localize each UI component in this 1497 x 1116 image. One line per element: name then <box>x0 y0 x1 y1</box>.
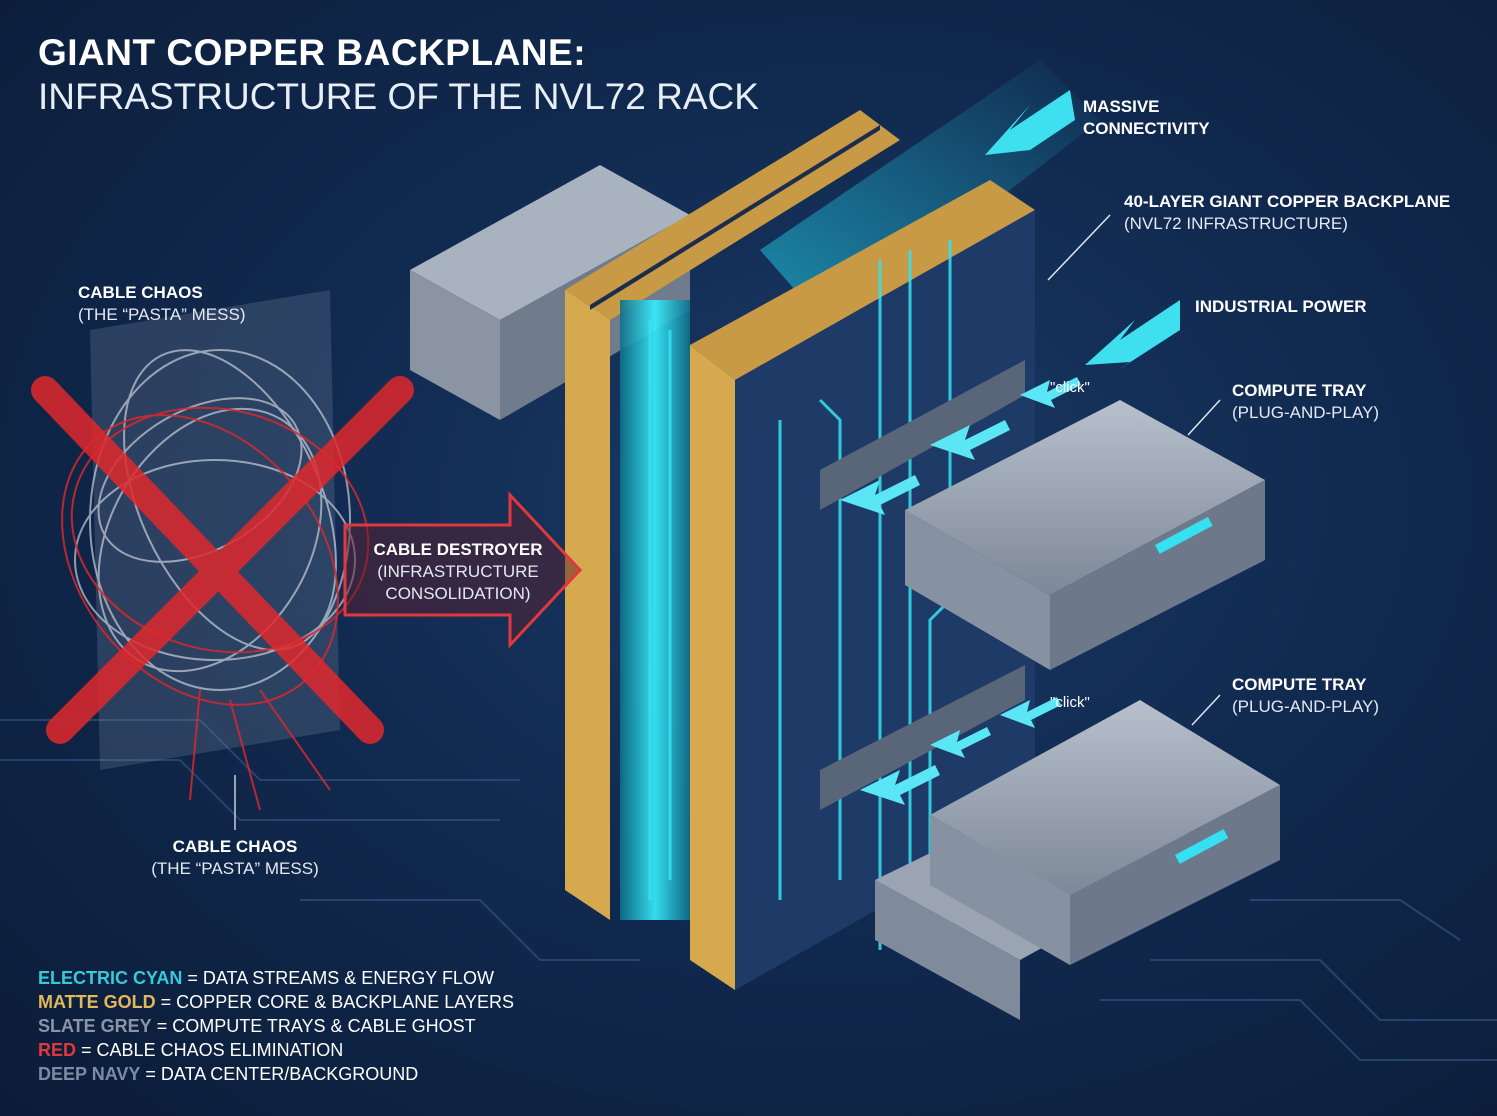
data-stream-traces <box>648 240 952 950</box>
compute-tray-2 <box>820 665 1280 1020</box>
massive-connectivity-line1: MASSIVE <box>1083 97 1160 116</box>
legend-item-red: RED = CABLE CHAOS ELIMINATION <box>38 1038 514 1062</box>
color-legend: ELECTRIC CYAN = DATA STREAMS & ENERGY FL… <box>38 966 514 1086</box>
cable-destroyer-label: CABLE DESTROYER (INFRASTRUCTURE CONSOLID… <box>368 539 548 605</box>
leader-lines <box>1047 214 1221 726</box>
cable-destroyer-title: CABLE DESTROYER <box>373 540 543 559</box>
massive-connectivity-label: MASSIVE CONNECTIVITY <box>1083 96 1210 140</box>
legend-key: RED <box>38 1040 77 1060</box>
compute-tray-2-label: COMPUTE TRAY (PLUG-AND-PLAY) <box>1232 674 1379 718</box>
insert-arrows-icon <box>840 377 1081 805</box>
legend-value: = COPPER CORE & BACKPLANE LAYERS <box>160 992 514 1012</box>
legend-key: MATTE GOLD <box>38 992 156 1012</box>
cable-chaos-top-label: CABLE CHAOS (THE “PASTA” MESS) <box>78 282 246 326</box>
cable-chaos-top-sub: (THE “PASTA” MESS) <box>78 305 246 324</box>
cable-destroyer-sub1: (INFRASTRUCTURE <box>377 562 539 581</box>
legend-value: = DATA STREAMS & ENERGY FLOW <box>187 968 494 988</box>
legend-item-navy: DEEP NAVY = DATA CENTER/BACKGROUND <box>38 1062 514 1086</box>
legend-key: ELECTRIC CYAN <box>38 968 183 988</box>
legend-item-cyan: ELECTRIC CYAN = DATA STREAMS & ENERGY FL… <box>38 966 514 990</box>
legend-item-gold: MATTE GOLD = COPPER CORE & BACKPLANE LAY… <box>38 990 514 1014</box>
legend-value: = CABLE CHAOS ELIMINATION <box>81 1040 344 1060</box>
click-label-2: "click" <box>1050 694 1090 711</box>
compute-tray-2-sub: (PLUG-AND-PLAY) <box>1232 697 1380 716</box>
legend-value: = COMPUTE TRAYS & CABLE GHOST <box>156 1016 476 1036</box>
legend-value: = DATA CENTER/BACKGROUND <box>145 1064 419 1084</box>
elimination-x-icon <box>31 376 414 744</box>
cable-destroyer-sub2: CONSOLIDATION) <box>385 584 531 603</box>
industrial-power-label: INDUSTRIAL POWER <box>1195 296 1367 318</box>
industrial-power-text: INDUSTRIAL POWER <box>1195 297 1367 316</box>
cable-chaos-bottom-label: CABLE CHAOS (THE “PASTA” MESS) <box>135 836 335 880</box>
compute-tray-1-label: COMPUTE TRAY (PLUG-AND-PLAY) <box>1232 380 1379 424</box>
compute-tray-1 <box>820 360 1265 670</box>
click-label-1: "click" <box>1050 379 1090 396</box>
cable-chaos-top-title: CABLE CHAOS <box>78 283 203 302</box>
compute-tray-1-title: COMPUTE TRAY <box>1232 381 1367 400</box>
page-title: GIANT COPPER BACKPLANE: <box>38 32 587 73</box>
page-subtitle: INFRASTRUCTURE OF THE NVL72 RACK <box>38 76 759 117</box>
massive-connectivity-line2: CONNECTIVITY <box>1083 119 1210 138</box>
cable-chaos-bottom-title: CABLE CHAOS <box>172 837 298 856</box>
cable-destroyer-arrow-icon <box>343 491 583 649</box>
legend-key: SLATE GREY <box>38 1016 152 1036</box>
industrial-power-arrow-icon <box>1085 300 1180 372</box>
legend-item-grey: SLATE GREY = COMPUTE TRAYS & CABLE GHOST <box>38 1014 514 1038</box>
massive-connectivity-arrow-icon <box>985 90 1075 160</box>
backplane-label-title: 40-LAYER GIANT COPPER BACKPLANE <box>1124 192 1451 211</box>
backplane-label: 40-LAYER GIANT COPPER BACKPLANE (NVL72 I… <box>1124 191 1450 235</box>
compute-tray-2-title: COMPUTE TRAY <box>1232 675 1367 694</box>
compute-tray-1-sub: (PLUG-AND-PLAY) <box>1232 403 1380 422</box>
cable-chaos-bottom-sub: (THE “PASTA” MESS) <box>151 859 319 878</box>
legend-key: DEEP NAVY <box>38 1064 141 1084</box>
circuit-traces <box>0 719 1497 1061</box>
backplane-label-sub: (NVL72 INFRASTRUCTURE) <box>1124 214 1348 233</box>
